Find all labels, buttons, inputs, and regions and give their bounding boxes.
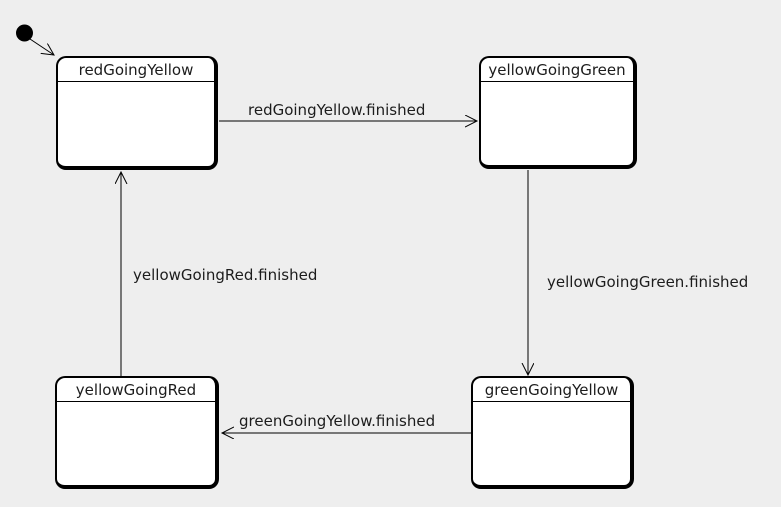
state-title-greengoingyellow: greenGoingYellow <box>473 378 630 402</box>
state-yellowgoingred[interactable]: yellowGoingRed <box>55 376 219 489</box>
state-yellowgoinggreen[interactable]: yellowGoingGreen <box>479 56 637 169</box>
state-title-yellowgoinggreen: yellowGoingGreen <box>481 58 633 82</box>
state-title-redgoingyellow: redGoingYellow <box>58 58 214 82</box>
transition-label-greengoingyellow-finished: greenGoingYellow.finished <box>239 412 436 430</box>
transition-label-yellowgoingred-finished: yellowGoingRed.finished <box>133 266 318 284</box>
transition-label-yellowgoinggreen-finished: yellowGoingGreen.finished <box>547 273 749 291</box>
state-title-yellowgoingred: yellowGoingRed <box>57 378 215 402</box>
state-greengoingyellow[interactable]: greenGoingYellow <box>471 376 634 489</box>
initial-state-dot <box>16 24 33 42</box>
transition-label-redgoingyellow-finished: redGoingYellow.finished <box>248 101 426 119</box>
transition-initial-to-redgoingyellow <box>29 38 54 55</box>
state-redgoingyellow[interactable]: redGoingYellow <box>56 56 218 170</box>
